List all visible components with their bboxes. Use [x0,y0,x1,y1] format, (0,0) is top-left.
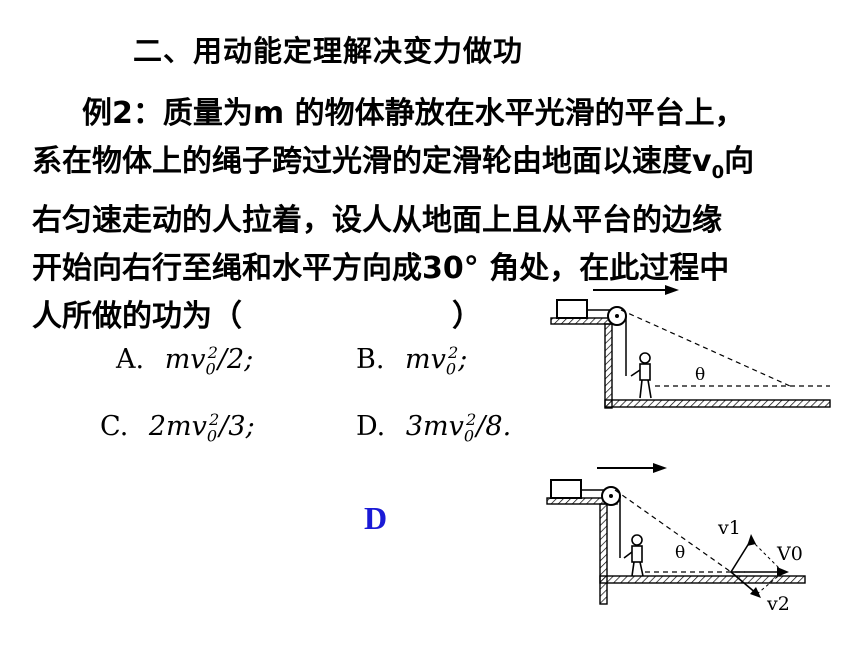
angle-label: θ [695,365,705,385]
wall [604,323,613,409]
option-d[interactable]: D. 3mv02/8. [356,410,512,446]
pulley-diagram-2: θ v1 V0 v2 [546,463,806,615]
option-c[interactable]: C. 2mv02/3; [100,410,255,446]
floor [604,399,831,408]
problem-line-2: 系在物体上的绳子跨过光滑的定滑轮由地面以速度v0向 [32,144,755,183]
person [623,534,644,577]
v2-vector [730,571,758,595]
arrow-head [653,463,667,473]
option-b[interactable]: B. mv02; [356,343,468,379]
pulley-diagram-1: θ [550,285,831,409]
section-title: 二、用动能定理解决变力做功 [133,34,524,68]
wall [599,503,608,605]
answer-label: D [364,500,388,536]
block [550,479,582,499]
rope-dashed [614,489,732,573]
problem-line-5: 人所做的功为（ ） [32,299,482,334]
v0-label: V0 [776,543,803,565]
option-a[interactable]: A. mv02/2; [116,343,254,379]
person [630,352,652,399]
problem-line-4: 开始向右行至绳和水平方向成30° 角处，在此过程中 [32,251,730,286]
floor [599,575,806,584]
v1-label: v1 [717,517,741,539]
block [556,299,588,319]
problem-text: 例2：质量为m 的物体静放在水平光滑的平台上， 系在物体上的绳子跨过光滑的定滑轮… [32,90,832,341]
problem-line-1: 例2：质量为m 的物体静放在水平光滑的平台上， [82,96,745,131]
v2-label: v2 [766,593,790,615]
arrow-head [665,285,679,295]
angle-label: θ [675,543,685,563]
rope-dashed [620,309,791,387]
problem-line-3: 右匀速走动的人拉着，设人从地面上且从平台的边缘 [32,203,722,238]
